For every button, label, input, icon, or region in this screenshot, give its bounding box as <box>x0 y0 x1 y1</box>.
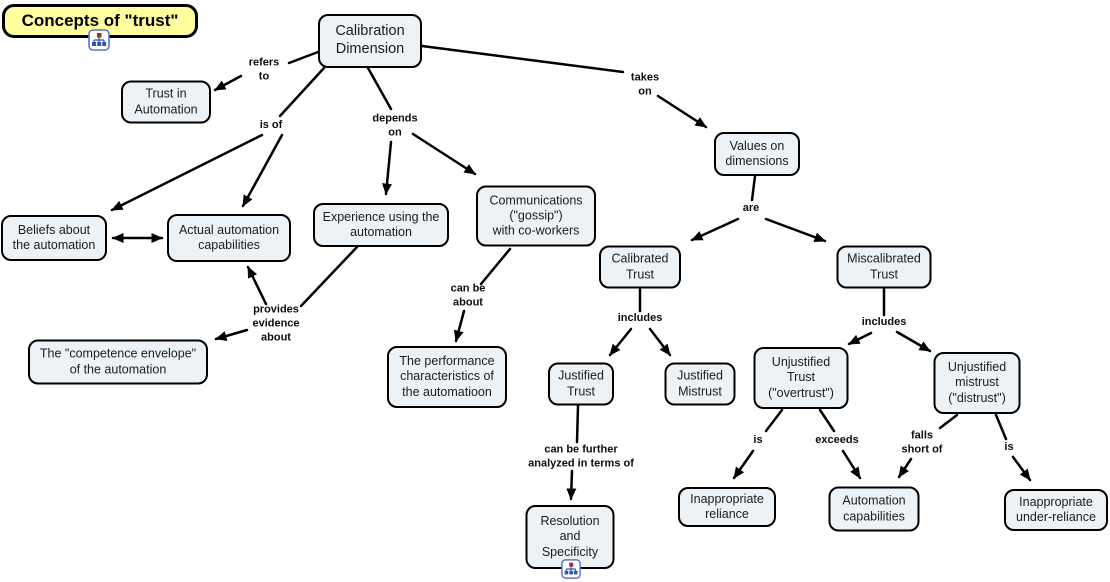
node-justified-mistrust[interactable]: Justified Mistrust <box>664 362 736 406</box>
link-label-are[interactable]: are <box>742 202 760 215</box>
link-label-includes-right[interactable]: includes <box>861 316 907 329</box>
node-unjustified-mistrust-distrust[interactable]: Unjustified mistrust ("distrust") <box>933 352 1021 414</box>
node-calibrated-trust[interactable]: Calibrated Trust <box>599 245 681 289</box>
link-label-refers-to[interactable]: refers to <box>248 56 280 82</box>
node-actual-automation-capabilities[interactable]: Actual automation capabilities <box>167 214 291 262</box>
link-label-is-of[interactable]: is of <box>259 119 283 132</box>
node-justified-trust[interactable]: Justified Trust <box>548 362 614 406</box>
node-miscalibrated-trust[interactable]: Miscalibrated Trust <box>836 245 932 289</box>
submap-tree-icon[interactable] <box>561 559 581 579</box>
node-inappropriate-under-reliance[interactable]: Inappropriate under-reliance <box>1004 489 1108 531</box>
link-label-includes-left[interactable]: includes <box>617 312 663 325</box>
node-competence-envelope[interactable]: The "competence envelope" of the automat… <box>28 339 208 385</box>
node-resolution-and-specificity[interactable]: Resolution and Specificity <box>525 505 615 569</box>
node-trust-in-automation[interactable]: Trust in Automation <box>121 80 211 124</box>
node-beliefs-about-automation[interactable]: Beliefs about the automation <box>1 215 107 261</box>
node-unjustified-trust-overtrust[interactable]: Unjustified Trust ("overtrust") <box>753 347 849 409</box>
link-label-provides-evidence-about[interactable]: provides evidence about <box>252 303 300 343</box>
link-label-falls-short-of[interactable]: falls short of <box>901 429 943 455</box>
link-label-is-right[interactable]: is <box>1004 441 1014 454</box>
link-label-can-be-further-analyzed[interactable]: can be further analyzed in terms of <box>528 443 634 469</box>
link-label-depends-on[interactable]: depends on <box>372 112 418 138</box>
link-label-can-be-about[interactable]: can be about <box>450 282 486 308</box>
node-performance-characteristics[interactable]: The performance characteristics of the a… <box>387 346 507 408</box>
node-communications-gossip[interactable]: Communications ("gossip") with co-worker… <box>476 185 596 247</box>
node-automation-capabilities[interactable]: Automation capabilities <box>828 486 920 532</box>
node-experience-using-automation[interactable]: Experience using the automation <box>313 203 449 247</box>
link-label-exceeds[interactable]: exceeds <box>815 434 859 447</box>
link-label-takes-on[interactable]: takes on <box>630 71 660 97</box>
node-values-on-dimensions[interactable]: Values on dimensions <box>714 132 800 176</box>
node-inappropriate-reliance[interactable]: Inappropriate reliance <box>678 487 776 527</box>
link-label-is-left[interactable]: is <box>753 434 763 447</box>
node-calibration-dimension[interactable]: Calibration Dimension <box>318 14 422 68</box>
submap-tree-icon[interactable] <box>88 29 110 51</box>
